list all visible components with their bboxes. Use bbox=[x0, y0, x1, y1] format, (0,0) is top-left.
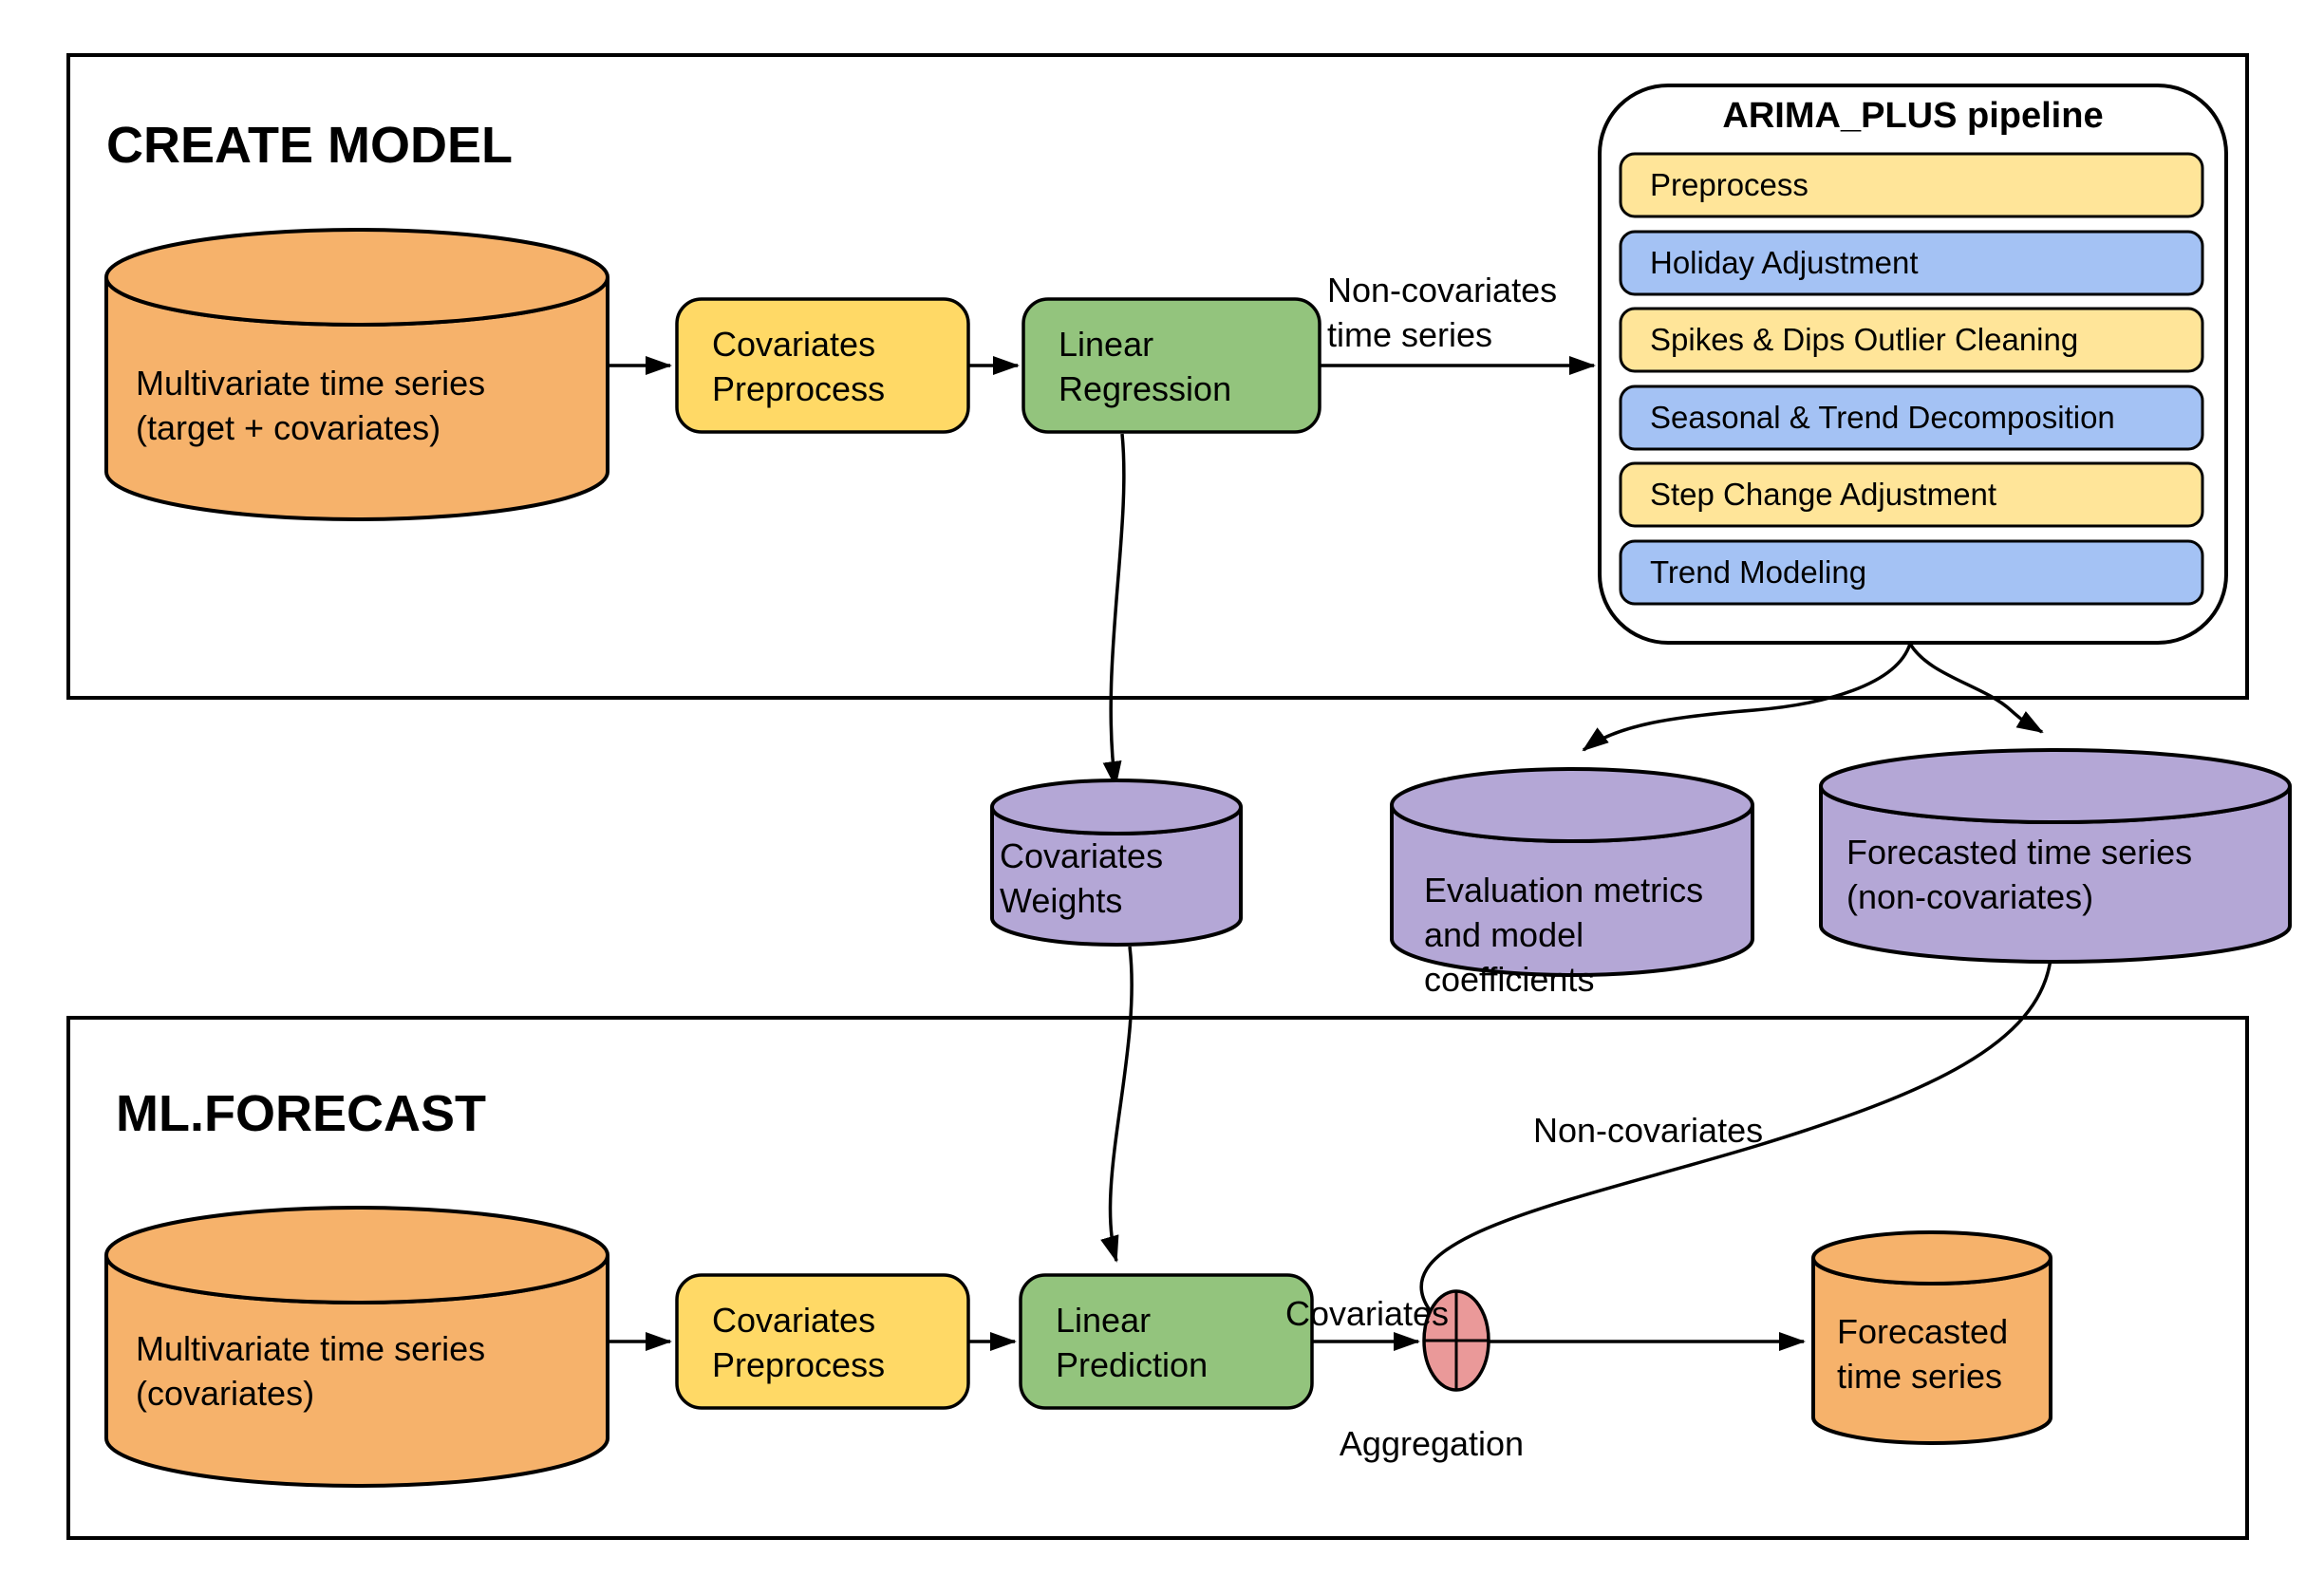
aggregation-node bbox=[1422, 1289, 1490, 1392]
pipeline-step-seasonal-trend-decomposition bbox=[1619, 385, 2204, 451]
covariates-preprocess-label-2: Covariates Preprocess bbox=[712, 1301, 886, 1384]
pipeline-step-holiday-adjustment-label: Holiday Adjustment bbox=[1650, 245, 1919, 280]
create-model-title: CREATE MODEL bbox=[106, 117, 513, 174]
linear-regression-label: Linear Regression bbox=[1059, 325, 1232, 408]
cylinder-multivariate-target-covariates bbox=[104, 228, 609, 521]
covariates-arrow-label: Covariates bbox=[1284, 1294, 1450, 1333]
multivariate-covariates-label: Multivariate time series (covariates) bbox=[136, 1329, 486, 1413]
pipeline-step-spikes-dips-outlier-cleaning bbox=[1619, 307, 2204, 373]
forecasted-non-covariates-label: Forecasted time series (non-covariates) bbox=[1846, 833, 2193, 916]
ml-forecast-title: ML.FORECAST bbox=[116, 1085, 486, 1142]
pipeline-step-trend-modeling bbox=[1619, 539, 2204, 606]
cylinder-multivariate-covariates bbox=[104, 1206, 609, 1488]
cylinder-covariates-weights bbox=[990, 779, 1243, 947]
pipeline-step-preprocess bbox=[1619, 152, 2204, 218]
covariates-preprocess-box bbox=[675, 297, 970, 434]
pipeline-step-trend-modeling-label: Trend Modeling bbox=[1650, 554, 1867, 590]
evaluation-metrics-label: Evaluation metrics and model coefficient… bbox=[1424, 871, 1704, 999]
arima-plus-pipeline-title: ARIMA_PLUS pipeline bbox=[1722, 96, 2104, 136]
cylinder-forecasted-time-series bbox=[1811, 1230, 2052, 1445]
linear-regression-box bbox=[1021, 297, 1321, 434]
arrow-linear-regression-to-covariates-weights bbox=[1102, 433, 1126, 788]
covariates-weights-label: Covariates Weights bbox=[1000, 836, 1164, 920]
aggregation-label: Aggregation bbox=[1339, 1424, 1525, 1463]
pipeline-step-spikes-dips-label: Spikes & Dips Outlier Cleaning bbox=[1650, 322, 2079, 357]
pipeline-step-step-change-adjustment bbox=[1619, 461, 2204, 528]
multivariate-target-covariates-label: Multivariate time series (target + covar… bbox=[136, 364, 486, 447]
covariates-preprocess-label: Covariates Preprocess bbox=[712, 325, 886, 408]
linear-prediction-box bbox=[1019, 1273, 1314, 1410]
forecasted-time-series-label: Forecasted time series bbox=[1837, 1312, 2009, 1396]
arrow-pipeline-to-forecasted-non-covariates bbox=[1908, 643, 2044, 734]
arrow-forecasted-non-covariates-to-aggregation bbox=[1419, 958, 2052, 1311]
linear-prediction-label: Linear Prediction bbox=[1056, 1301, 1209, 1384]
non-covariates-arrow-label: Non-covariates bbox=[1533, 1111, 1764, 1150]
pipeline-step-step-change-label: Step Change Adjustment bbox=[1650, 477, 1997, 512]
cylinder-evaluation-metrics bbox=[1390, 767, 1754, 977]
cylinder-forecasted-non-covariates bbox=[1819, 748, 2292, 964]
arrow-covariates-weights-to-linear-prediction bbox=[1100, 946, 1134, 1263]
non-covariates-time-series-label: Non-covariates time series bbox=[1327, 271, 1558, 354]
pipeline-step-seasonal-trend-label: Seasonal & Trend Decomposition bbox=[1650, 400, 2115, 435]
pipeline-step-preprocess-label: Preprocess bbox=[1650, 167, 1809, 202]
pipeline-step-holiday-adjustment bbox=[1619, 230, 2204, 296]
arrow-pipeline-to-evaluation-metrics bbox=[1582, 643, 1912, 752]
covariates-preprocess-box-2 bbox=[675, 1273, 970, 1410]
